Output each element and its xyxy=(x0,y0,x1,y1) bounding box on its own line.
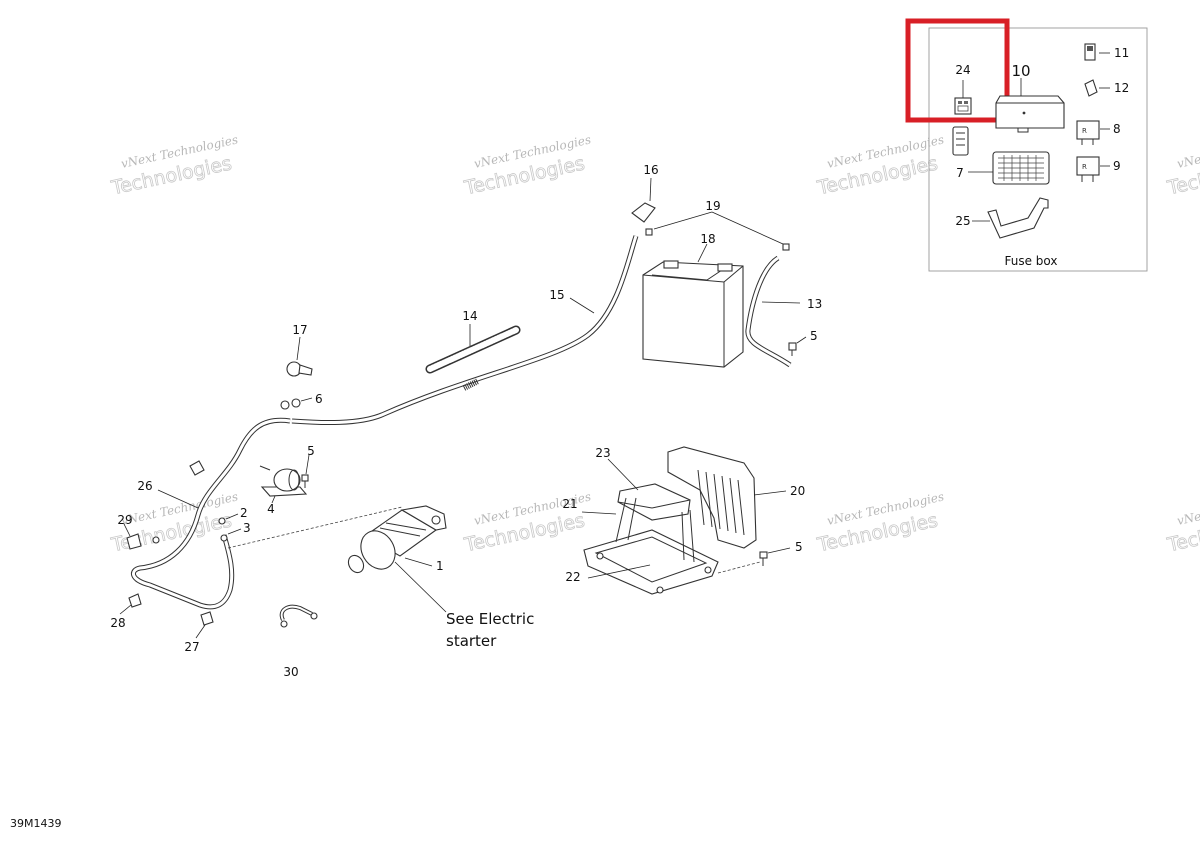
svg-text:vNext Technologies: vNext Technologies xyxy=(1176,132,1200,170)
callout-6: 6 xyxy=(315,392,323,406)
callout-2: 2 xyxy=(240,506,248,520)
callout-27: 27 xyxy=(184,640,199,654)
callout-5a: 5 xyxy=(810,329,818,343)
watermark: vNext Technologies Technologies xyxy=(1164,489,1200,556)
part-30-ground-strap[interactable] xyxy=(279,604,318,628)
part-24-fuse[interactable] xyxy=(954,80,972,115)
callout-26: 26 xyxy=(137,479,152,493)
callout-24: 24 xyxy=(955,63,970,77)
part-20-battery-cover[interactable] xyxy=(667,446,787,549)
callout-13: 13 xyxy=(807,297,822,311)
callout-22: 22 xyxy=(565,570,580,584)
fuse-box-title: Fuse box xyxy=(1005,254,1058,268)
highlight-box[interactable] xyxy=(905,18,1010,123)
part-25-bracket[interactable] xyxy=(972,197,1049,239)
part-5-bolt[interactable] xyxy=(788,336,807,356)
part-16-terminal-cap[interactable] xyxy=(631,177,656,223)
callout-14: 14 xyxy=(462,309,477,323)
callout-17: 17 xyxy=(292,323,307,337)
part-29-clip[interactable] xyxy=(123,523,160,550)
part-23-strap[interactable] xyxy=(607,458,691,521)
callout-10: 10 xyxy=(1011,62,1030,80)
watermark: vNext Technologies Technologies xyxy=(1164,132,1200,199)
callout-18: 18 xyxy=(700,232,715,246)
callout-21: 21 xyxy=(562,497,577,511)
watermark: vNext Technologies Technologies xyxy=(814,132,945,199)
note-line-1: See Electric xyxy=(446,610,534,628)
svg-text:R: R xyxy=(1082,127,1087,135)
fuse-box-panel xyxy=(928,27,1148,272)
callout-12: 12 xyxy=(1114,81,1129,95)
callout-5b: 5 xyxy=(307,444,315,458)
callout-11: 11 xyxy=(1114,46,1129,60)
callout-3: 3 xyxy=(243,521,251,535)
part-13-negative-cable[interactable] xyxy=(745,255,801,368)
part-11-fuse[interactable] xyxy=(1084,43,1110,61)
part-8-relay[interactable]: R xyxy=(1076,120,1110,145)
watermark: vNext Technologies Technologies xyxy=(461,132,592,199)
part-1-starter-motor[interactable] xyxy=(227,505,447,613)
part-22-battery-tray[interactable] xyxy=(581,497,719,595)
callout-30: 30 xyxy=(283,665,298,679)
callout-23: 23 xyxy=(595,446,610,460)
part-5-bolt-3[interactable] xyxy=(717,547,791,574)
callout-9: 9 xyxy=(1113,159,1121,173)
callout-8: 8 xyxy=(1113,122,1121,136)
callout-4: 4 xyxy=(267,502,275,516)
callout-25: 25 xyxy=(955,214,970,228)
part-6-nuts[interactable] xyxy=(280,397,313,410)
diagram-code: 39M1439 xyxy=(10,817,61,830)
part-27-fastener[interactable] xyxy=(195,611,214,639)
svg-text:R: R xyxy=(1082,163,1087,171)
callout-7: 7 xyxy=(956,166,964,180)
part-10-fuse-box-cover[interactable] xyxy=(995,78,1065,133)
part-12-fuse[interactable] xyxy=(1084,79,1110,97)
part-7-connector-block[interactable] xyxy=(968,151,1050,185)
watermark: vNext Technologies Technologies xyxy=(814,489,945,556)
part-15-positive-cable[interactable] xyxy=(291,235,639,426)
callout-16: 16 xyxy=(643,163,658,177)
part-18-battery[interactable] xyxy=(642,243,744,368)
part-19-bolts[interactable] xyxy=(645,211,790,251)
callout-29: 29 xyxy=(117,513,132,527)
note-line-2: starter xyxy=(446,632,497,650)
part-17-boot[interactable] xyxy=(286,336,313,377)
callout-20: 20 xyxy=(790,484,805,498)
watermark: vNext Technologies Technologies xyxy=(108,132,239,199)
part-28-fastener[interactable] xyxy=(119,593,142,615)
callout-19: 19 xyxy=(705,199,720,213)
part-9-relay[interactable]: R xyxy=(1076,156,1110,182)
callout-28: 28 xyxy=(110,616,125,630)
callout-1: 1 xyxy=(436,559,444,573)
part-14-conduit[interactable] xyxy=(425,324,521,391)
part-4-solenoid[interactable] xyxy=(259,465,308,504)
part-2-3-washers[interactable] xyxy=(218,513,242,542)
svg-text:vNext Technologies: vNext Technologies xyxy=(1176,489,1200,527)
callout-15: 15 xyxy=(549,288,564,302)
part-26-harness[interactable] xyxy=(131,417,291,610)
callout-5c: 5 xyxy=(795,540,803,554)
small-connector[interactable] xyxy=(952,126,969,156)
part-5-bolt-2[interactable] xyxy=(301,454,310,488)
